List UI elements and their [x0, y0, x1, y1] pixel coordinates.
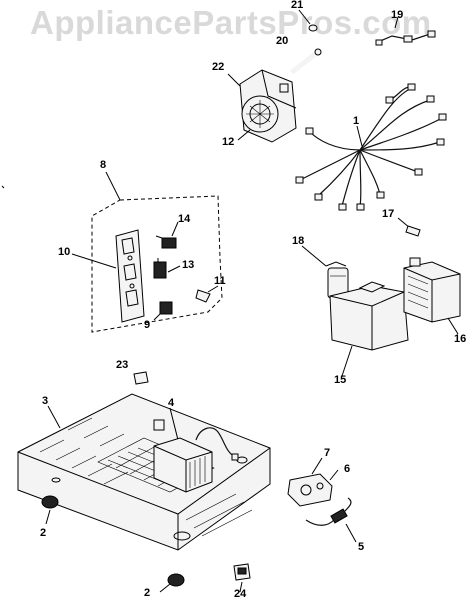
part-10-latch-bracket[interactable]	[71, 229, 145, 323]
callout-1: 1	[353, 115, 360, 127]
callout-4: 4	[168, 397, 175, 409]
part-22-fan-motor[interactable]	[227, 69, 297, 143]
part-18-capacitor[interactable]	[301, 245, 349, 299]
callout-14: 14	[178, 213, 191, 225]
callout-9: 9	[144, 319, 151, 331]
callout-17: 17	[382, 208, 395, 220]
site-watermark: AppliancePartsPros.com	[30, 4, 432, 41]
callout-5: 5	[358, 541, 365, 553]
callout-18: 18	[292, 235, 305, 247]
part-5-wire-connector[interactable]	[305, 497, 357, 543]
part-3-base-plate[interactable]	[17, 393, 271, 551]
part-2-foot-bottom[interactable]	[159, 573, 185, 593]
callout-12: 12	[222, 136, 235, 148]
callout-22: 22	[212, 61, 225, 73]
callout-19: 19	[391, 9, 404, 21]
part-21-fuse[interactable]	[298, 9, 318, 32]
callout-24: 24	[234, 588, 247, 600]
part-13-microswitch[interactable]	[153, 258, 181, 279]
part-19-wire-lead[interactable]	[375, 16, 436, 46]
callout-3: 3	[42, 395, 49, 407]
part-6-fuse-holder[interactable]	[287, 469, 339, 507]
callout-21: 21	[291, 0, 304, 11]
callout-2-bottom: 2	[144, 587, 151, 599]
callout-7: 7	[324, 447, 331, 459]
part-14-microswitch[interactable]	[155, 221, 179, 249]
part-8-latch-assembly-outline[interactable]	[91, 171, 223, 333]
callout-2-left: 2	[40, 527, 47, 539]
part-9-microswitch[interactable]	[153, 301, 173, 321]
part-24-switch[interactable]	[233, 563, 251, 593]
part-2-foot-left[interactable]	[41, 495, 59, 525]
part-1-wire-harness[interactable]	[295, 83, 447, 211]
part-7-thermostat[interactable]	[311, 457, 323, 475]
callout-15: 15	[334, 374, 347, 386]
callout-11: 11	[214, 275, 226, 287]
part-11-lever[interactable]	[195, 285, 219, 303]
part-17-clip[interactable]	[397, 217, 421, 237]
callout-10: 10	[58, 246, 71, 258]
part-23-spacer[interactable]	[133, 371, 149, 385]
callout-20: 20	[276, 35, 289, 47]
callout-8: 8	[100, 159, 107, 171]
callout-6: 6	[344, 463, 351, 475]
part-20-fuse-holder[interactable]	[290, 48, 322, 74]
part-4-magnetron[interactable]	[153, 407, 239, 493]
callout-23: 23	[116, 359, 129, 371]
callout-13: 13	[182, 259, 195, 271]
callout-16: 16	[454, 333, 467, 345]
part-16-transformer[interactable]	[403, 257, 461, 335]
part-15-air-duct[interactable]	[329, 281, 409, 377]
